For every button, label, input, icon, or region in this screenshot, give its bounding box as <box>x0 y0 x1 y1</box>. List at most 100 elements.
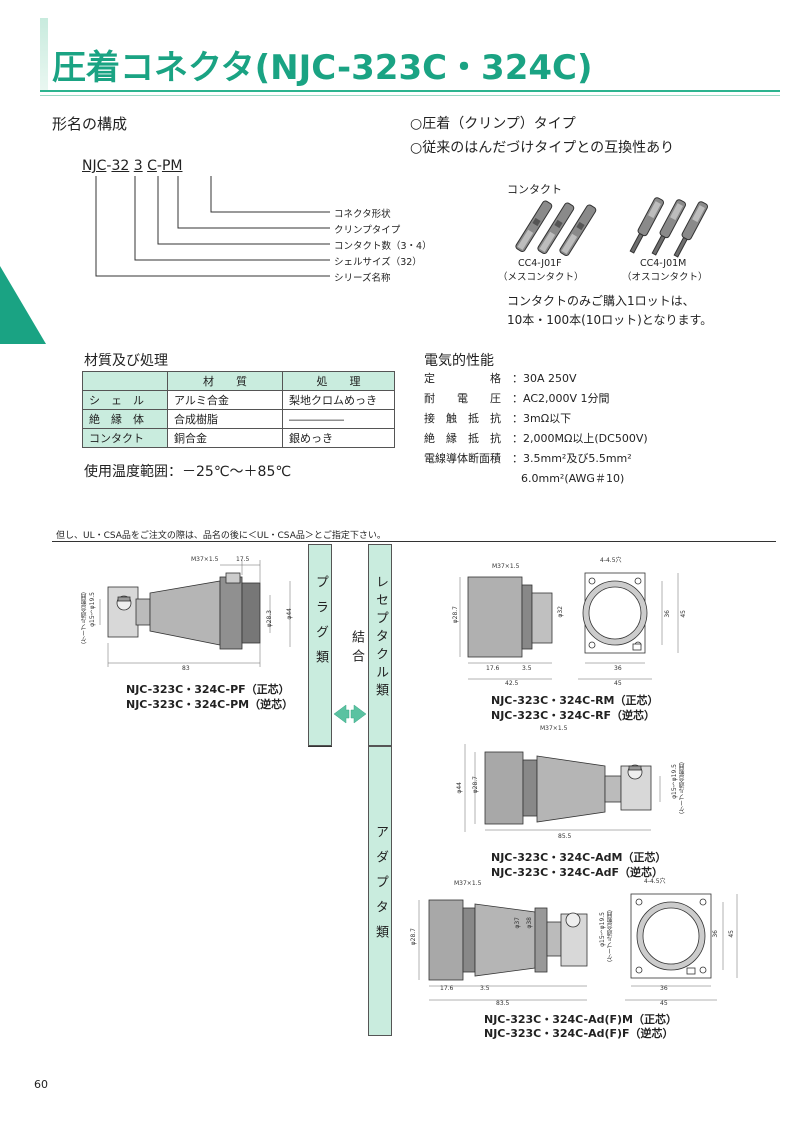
rec-model-2: NJC-323C・324C-RF（逆芯） <box>491 709 656 722</box>
code-shell: 32 <box>111 158 130 174</box>
adf-dim-45-v: 45 <box>728 930 735 938</box>
plug-dim-17-5: 17.5 <box>236 556 250 563</box>
mat-row2-part: コンタクト <box>82 428 168 448</box>
band-plug-label: プラグ類 <box>313 575 328 675</box>
page-title: 圧着コネクタ(NJC-323C・324C) <box>52 48 593 88</box>
adapter-dim-thread: M37×1.5 <box>540 725 568 732</box>
adapter-dim-28-7: φ28.7 <box>472 776 479 794</box>
band-receptacle-label: レセプタクル類 <box>373 575 388 701</box>
elec-label-1: 耐 電 圧 <box>424 392 501 405</box>
elec-label-4: 電線導体断面積 <box>424 452 501 465</box>
ul-csa-note: 但し、UL・CSA品をご注文の際は、品名の後に＜UL・CSA品＞とご指定下さい。 <box>56 531 386 541</box>
code-crimp: C <box>147 158 157 174</box>
adapter-model-2: NJC-323C・324C-AdF（逆芯） <box>491 866 663 879</box>
elec-row: 耐 電 圧 ：AC2,000V 1分間 <box>424 390 648 410</box>
adf-dim-holes: 4-4.5穴 <box>644 878 666 885</box>
elec-row: 接 触 抵 抗：3mΩ以下 <box>424 410 648 430</box>
code-shape: PM <box>161 158 183 174</box>
adf-dim-36-v: 36 <box>712 930 719 938</box>
adf-model-1: NJC-323C・324C-Ad(F)M（正芯） <box>484 1013 677 1026</box>
model-leader-lines <box>95 176 330 277</box>
label-shell: シェルサイズ（32） <box>334 257 422 268</box>
elec-row: 電線導体断面積 ：3.5mm²及び5.5mm² <box>424 450 648 470</box>
contact-note-2: 10本・100本(10ロット)となります。 <box>507 313 713 327</box>
contact-male-code: CC4-J01M <box>640 258 687 269</box>
adapter-dim-85-5: 85.5 <box>558 833 572 840</box>
plug-dim-length: 83 <box>182 665 190 672</box>
label-contacts: コンタクト数（3・4） <box>334 241 432 252</box>
elec-label-2: 接 触 抵 抗 <box>424 412 501 425</box>
plug-model-2: NJC-323C・324C-PM（逆芯） <box>126 698 294 711</box>
adapter-drawing <box>464 744 661 832</box>
code-contacts: 3 <box>133 158 143 174</box>
adf-dim-36-h: 36 <box>660 985 668 992</box>
elec-value-0: ：30A 250V <box>512 372 577 385</box>
plug-dim-28-3: φ28.3 <box>266 610 273 628</box>
band-adapter: アダプタ類 <box>368 746 392 1036</box>
contact-female-image <box>515 200 597 257</box>
material-heading: 材質及び処理 <box>84 353 168 369</box>
rec-dim-28-7: φ28.7 <box>452 606 459 624</box>
mat-row1-material: 合成樹脂 <box>167 409 283 429</box>
plug-dim-cable-note: （ケーブル適合範囲） <box>81 588 88 648</box>
band-receptacle: レセプタクル類 <box>368 544 392 746</box>
rec-model-1: NJC-323C・324C-RM（正芯） <box>491 694 659 707</box>
elec-row: 絶 縁 抵 抗 ：2,000MΩ以上(DC500V) <box>424 430 648 450</box>
adf-dim-thread: M37×1.5 <box>454 880 482 887</box>
mat-row1-finish: ――――― <box>282 409 395 429</box>
rec-dim-3-5: 3.5 <box>522 665 532 672</box>
mat-head-1: 材 質 <box>167 371 283 391</box>
temperature-range: 使用温度範囲：－25℃～＋85℃ <box>84 464 292 480</box>
elec-label-0: 定 格 <box>424 372 501 385</box>
adf-dim-cable-note: （ケーブル適合範囲） <box>607 906 614 966</box>
elec-extra: 6.0mm²(AWG＃10) <box>521 472 625 485</box>
label-crimp: クリンプタイプ <box>334 225 401 236</box>
mat-row2-finish: 銀めっき <box>282 428 395 448</box>
mat-row1-part: 絶 縁 体 <box>82 409 168 429</box>
contact-male-name: （オスコンタクト） <box>622 272 708 283</box>
mat-row2-material: 銅合金 <box>167 428 283 448</box>
adf-dim-38: φ38 <box>526 917 533 929</box>
contact-female-name: （メスコンタクト） <box>498 272 584 283</box>
adf-dim-37: φ37 <box>514 917 521 929</box>
material-table: 材 質 処 理 シ ェ ル アルミ合金 梨地クロムめっき 絶 縁 体 合成樹脂 … <box>82 371 395 448</box>
rec-dim-holes: 4-4.5穴 <box>600 557 622 564</box>
elec-value-3: ：2,000MΩ以上(DC500V) <box>512 432 648 445</box>
elec-value-4: ：3.5mm²及び5.5mm² <box>512 452 632 465</box>
adf-dim-45-h: 45 <box>660 1000 668 1007</box>
mat-row0-finish: 梨地クロムめっき <box>282 390 395 410</box>
band-plug: プラグ類 <box>308 544 332 746</box>
rec-dim-thread: M37×1.5 <box>492 563 520 570</box>
rec-dim-45-h: 45 <box>614 680 622 687</box>
adapter-dim-cable-note: （ケーブル適合範囲） <box>679 758 686 818</box>
contact-male-image <box>629 197 709 258</box>
plug-dim-44: φ44 <box>286 608 293 620</box>
adapter-f-drawing <box>418 893 738 1001</box>
adapter-model-1: NJC-323C・324C-AdM（正芯） <box>491 851 667 864</box>
model-heading: 形名の構成 <box>52 115 128 133</box>
adf-dim-83-5: 83.5 <box>496 1000 510 1007</box>
rec-dim-36-h: 36 <box>614 665 622 672</box>
rec-dim-42-5: 42.5 <box>505 680 519 687</box>
mat-row0-material: アルミ合金 <box>167 390 283 410</box>
feature-crimp: ○圧着（クリンプ）タイプ <box>410 116 576 132</box>
code-dash-2: - <box>156 158 162 174</box>
rec-dim-45-v: 45 <box>680 610 687 618</box>
receptacle-drawing <box>459 572 679 680</box>
plug-drawing <box>99 560 291 667</box>
plug-dim-thread: M37×1.5 <box>191 556 219 563</box>
title-underline-thin <box>40 95 780 96</box>
elec-value-1: ：AC2,000V 1分間 <box>512 392 610 405</box>
rec-dim-17-6: 17.6 <box>486 665 500 672</box>
adf-dim-17-6: 17.6 <box>440 985 454 992</box>
band-join-label: 結合 <box>349 630 364 668</box>
plug-dim-cable: φ15～φ19.5 <box>89 592 96 627</box>
join-arrows <box>333 704 367 724</box>
mat-head-0 <box>82 371 168 391</box>
elec-row: 6.0mm²(AWG＃10) <box>424 470 648 490</box>
contact-female-code: CC4-J01F <box>518 258 562 269</box>
note-rule <box>52 541 776 542</box>
elec-label-3: 絶 縁 抵 抗 <box>424 432 501 445</box>
feature-compat: ○従来のはんだづけタイプとの互換性あり <box>410 140 675 156</box>
elec-row: 定 格 ：30A 250V <box>424 370 648 390</box>
